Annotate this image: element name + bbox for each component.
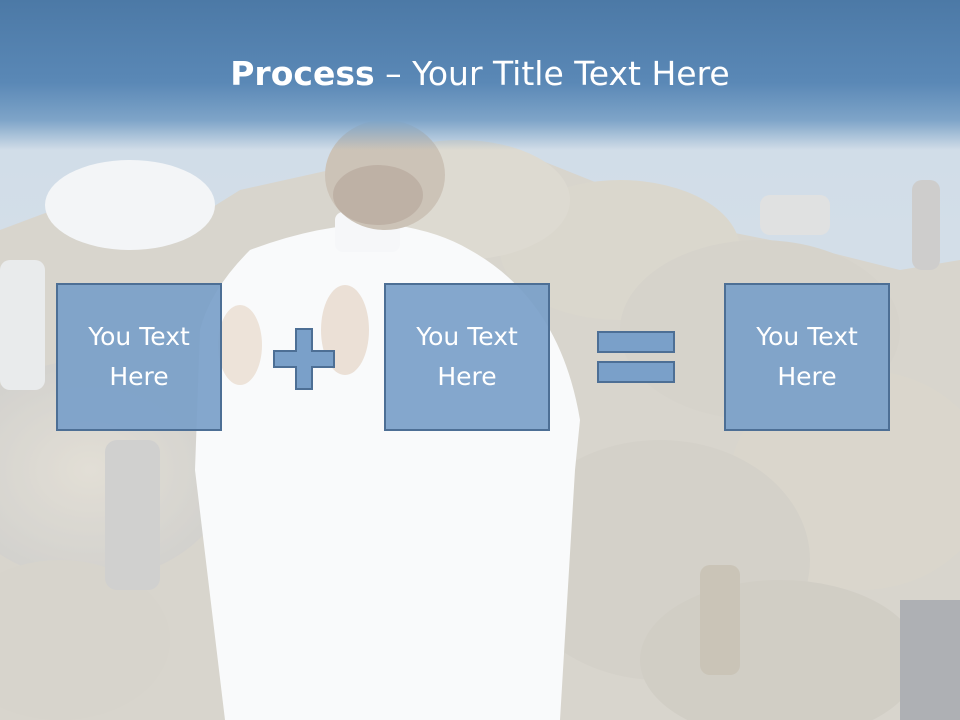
process-box-3-label: You Text Here xyxy=(756,322,858,391)
process-box-3[interactable]: You Text Here xyxy=(724,283,890,431)
title-bold-word: Process xyxy=(230,54,375,93)
plus-icon xyxy=(273,328,335,390)
slide-title: Process – Your Title Text Here xyxy=(0,48,960,100)
title-rest: – Your Title Text Here xyxy=(374,54,730,93)
process-box-2[interactable]: You Text Here xyxy=(384,283,550,431)
title-band xyxy=(0,0,960,150)
process-box-1-label: You Text Here xyxy=(88,322,190,391)
process-box-1[interactable]: You Text Here xyxy=(56,283,222,431)
process-box-2-label: You Text Here xyxy=(416,322,518,391)
equals-icon xyxy=(597,331,675,383)
